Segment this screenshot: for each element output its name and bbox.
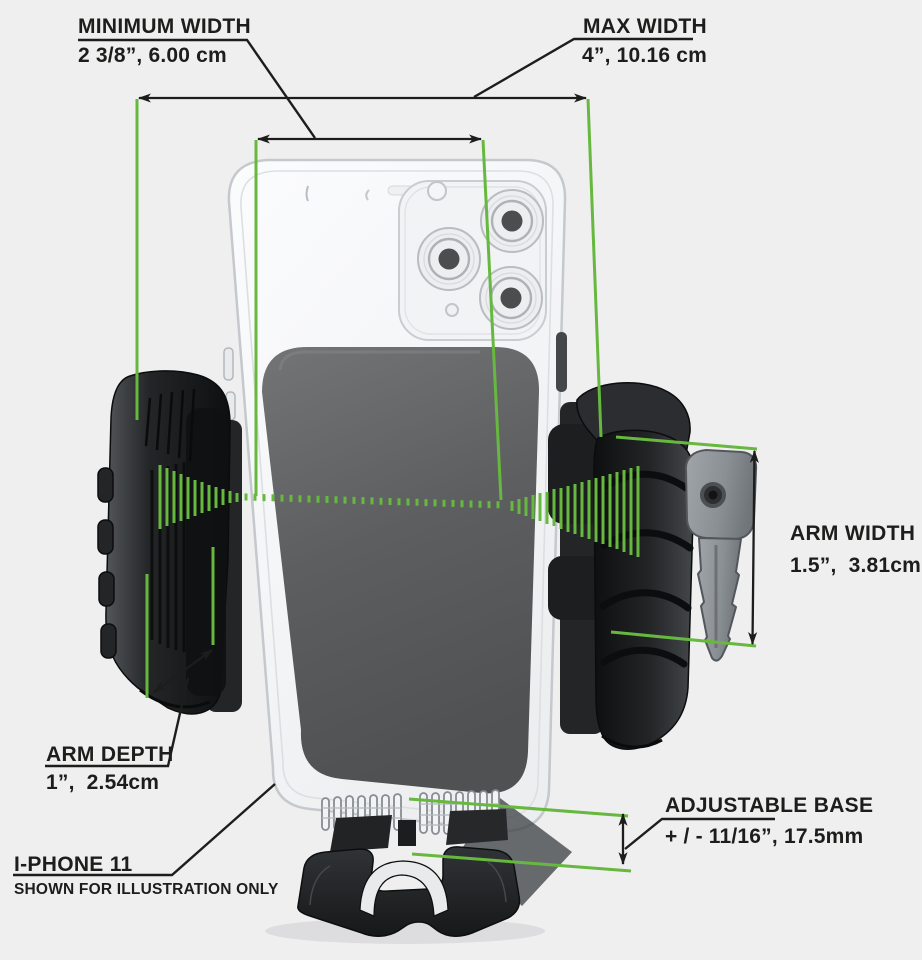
- arm-width-title: ARM WIDTH: [790, 522, 915, 545]
- case-notch-mark: [305, 185, 309, 202]
- arm-depth-value: 1”, 2.54cm: [46, 771, 159, 794]
- leader-adjustable-base: [624, 817, 775, 850]
- label-adjustable-base: ADJUSTABLE BASE + / - 11/16”, 17.5mm: [665, 794, 873, 848]
- volume-button-1: [223, 347, 234, 381]
- laser-center-dashes: [244, 493, 500, 509]
- dim-arm-width: [748, 449, 759, 646]
- camera-lens-middle-left: [417, 227, 481, 291]
- mount-pad: [262, 347, 540, 794]
- ext-min-right: [481, 139, 503, 501]
- power-button: [556, 332, 567, 392]
- iphone-note-subtitle: SHOWN FOR ILLUSTRATION ONLY: [14, 881, 279, 898]
- max-width-value: 4”, 10.16 cm: [582, 44, 707, 67]
- adjustable-base-value: + / - 11/16”, 17.5mm: [665, 825, 863, 848]
- arm-depth-title: ARM DEPTH: [46, 743, 174, 766]
- vent-clip: [684, 448, 758, 662]
- case-curve-mark: [365, 189, 370, 201]
- base-foot-left: [330, 815, 392, 852]
- ext-max-right: [586, 98, 603, 438]
- phone-illustration: [223, 158, 567, 833]
- leader-lines: [13, 37, 775, 877]
- base-foot-right: [446, 809, 508, 845]
- camera-module: [398, 180, 547, 341]
- left-arm-inner-face: [186, 408, 226, 696]
- leader-max-width: [473, 37, 693, 99]
- min-width-value: 2 3/8”, 6.00 cm: [78, 44, 227, 67]
- left-arm-grip-tabs: [97, 467, 117, 659]
- label-min-width: MINIMUM WIDTH 2 3/8”, 6.00 cm: [78, 15, 251, 67]
- laser-right-fan: [510, 466, 640, 557]
- base-post: [398, 820, 416, 846]
- ext-base-top: [408, 797, 629, 818]
- leader-min-width: [78, 38, 316, 139]
- ext-arm-width-top: [615, 435, 758, 451]
- laser-left-fan: [158, 465, 239, 529]
- base-plate: [297, 846, 521, 937]
- label-arm-width: ARM WIDTH 1.5”, 3.81cm: [790, 522, 921, 577]
- camera-flash: [427, 181, 447, 201]
- vent-clip-stem: [697, 537, 742, 662]
- laser-guide: [158, 465, 640, 557]
- base-assembly: [297, 789, 572, 937]
- dimension-extension-lines: [135, 98, 758, 873]
- arm-width-value: 1.5”, 3.81cm: [790, 554, 921, 577]
- left-clamp-arm: [97, 370, 231, 715]
- right-clamp-arm: [576, 382, 695, 750]
- leader-iphone-note: [13, 783, 276, 877]
- ext-arm-width-bottom: [610, 630, 757, 648]
- left-arm-fins: [144, 388, 196, 462]
- base-plate-arch: [359, 860, 449, 917]
- camera-mic-dot: [445, 303, 459, 317]
- leader-arm-depth: [45, 677, 190, 768]
- iphone-note-title: I-PHONE 11: [14, 853, 133, 876]
- camera-lens-top-right: [480, 189, 544, 253]
- label-max-width: MAX WIDTH 4”, 10.16 cm: [582, 15, 707, 67]
- min-width-title: MINIMUM WIDTH: [78, 15, 251, 38]
- adjustable-base-title: ADJUSTABLE BASE: [665, 794, 873, 817]
- dim-arm-depth: [153, 649, 213, 693]
- right-arm-grooves: [599, 470, 694, 668]
- label-iphone-note: I-PHONE 11 SHOWN FOR ILLUSTRATION ONLY: [14, 853, 279, 898]
- vent-clip-hole-center: [708, 490, 718, 500]
- right-arm-bottom-lip: [601, 734, 663, 749]
- mount-pad-sheen: [278, 350, 480, 371]
- ext-base-bottom: [411, 852, 632, 873]
- camera-lens-bottom-right: [479, 266, 543, 330]
- dimension-lines: [137, 93, 759, 866]
- base-plate-highlights: [309, 861, 507, 906]
- label-arm-depth: ARM DEPTH 1”, 2.54cm: [46, 743, 174, 794]
- max-width-title: MAX WIDTH: [583, 15, 707, 38]
